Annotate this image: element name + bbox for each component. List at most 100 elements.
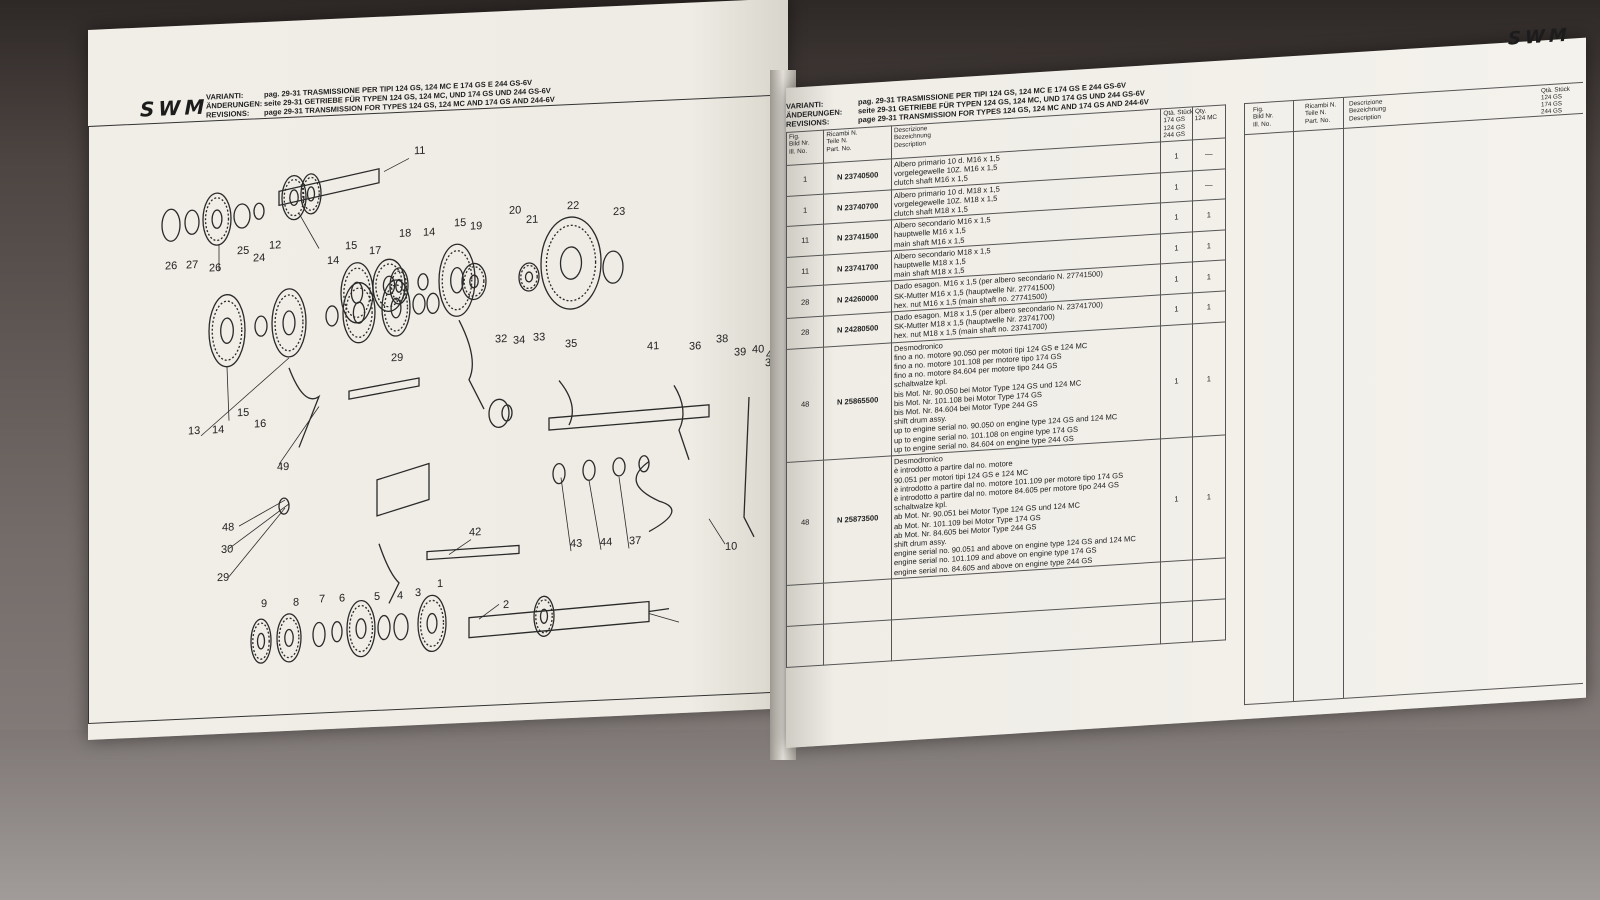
washer-part [501,404,513,422]
washer-part [426,292,440,314]
part-number-cell: N 23741700 [823,250,892,286]
gear-hub [220,317,234,344]
washer-part [184,209,200,235]
grid-header-description: Descrizione Bezeichnung Description [1349,98,1386,123]
callout-number: 7 [319,593,325,605]
qty-cell: 1 [1160,292,1193,326]
brand-logo: SWM [1508,24,1571,50]
callout-number: 43 [570,538,582,551]
shaft-part [348,377,420,400]
callout-number: 38 [716,333,728,346]
gear-part [208,294,246,368]
shaft-part [376,462,430,517]
gear-teeth [375,263,403,308]
callout-number: 14 [327,255,339,268]
empty-cell [1160,559,1193,603]
gear-hub [211,209,223,229]
callout-number: 4 [397,590,403,602]
gear-teeth [419,599,445,647]
gear-hub [426,612,438,634]
washer-part [253,202,265,220]
empty-cell [786,623,824,668]
gear-teeth [283,178,305,217]
callout-number: 20 [509,204,521,217]
gear-hub [282,310,296,336]
callout-number: 21 [526,214,538,227]
qty-cell: 1 [1160,262,1193,295]
blank-parts-grid: Fig. Bild Nr. Ill. No. Ricambi N. Teile … [1244,81,1583,706]
gear-hub [559,246,583,280]
grid-column-line [1343,97,1344,698]
callout-number: 5 [374,591,380,603]
qty-cell: — [1192,168,1226,202]
gear-part [346,599,376,658]
gear-teeth [520,264,538,290]
callout-number: 35 [565,338,577,351]
callout-number: 15 [345,240,357,253]
leader-line [238,499,286,527]
leader-line [383,158,410,172]
callout-number: 40 [752,343,764,356]
qty-cell: 1 [1160,231,1193,265]
gear-part [438,243,476,317]
empty-cell [823,578,892,624]
fig-number-cell: 11 [786,254,824,288]
washer-part [417,273,429,291]
qty-cell: 1 [1192,229,1226,263]
gear-part [300,173,322,215]
shaft-part [278,167,380,207]
callout-number: 1 [437,578,443,590]
header-part: Ricambi N. Teile N. Part. No. [823,125,892,164]
callout-number: 11 [414,145,425,158]
callout-number: 48 [222,521,234,534]
washer-part [488,398,510,428]
callout-number: 23 [613,206,625,219]
gear-part [202,192,232,246]
washer-part [161,208,181,242]
shift-fork [288,367,321,448]
qty-cell: — [1192,137,1226,171]
grid-header-qty: Qtà. Stück 124 GS 174 GS 244 GS [1541,85,1570,116]
qty-cell: 1 [1160,323,1193,440]
gear-part [250,618,272,664]
callout-number: 9 [261,598,267,610]
gear-teeth [302,176,320,211]
fig-number-cell: 28 [786,316,824,350]
qty-cell: 1 [1192,199,1226,232]
gear-hub [539,608,549,624]
callout-number: 26 [209,262,221,275]
washer-part [602,250,624,284]
leader-line [618,476,630,549]
gear-teeth [441,250,473,311]
washer-part [331,621,343,643]
brand-logo: SWM [140,94,209,122]
shift-arm [743,396,755,538]
callout-number: 12 [269,239,281,252]
gear-hub [352,301,366,324]
gear-hub [450,266,464,294]
callout-number: 33 [533,331,545,344]
washer-part [233,203,251,229]
callout-number: 39 [734,346,746,359]
callout-number: 41 [647,340,659,353]
qty-cell: 1 [1192,321,1226,438]
fig-number-cell: 28 [786,285,824,319]
part-number-cell: N 23740700 [823,189,892,225]
empty-cell [786,582,824,627]
parts-table: Fig. Bild Nr. Ill. No. Ricambi N. Teile … [786,104,1226,668]
callout-number: 18 [399,227,411,240]
gear-teeth [252,622,270,660]
gear-teeth [204,197,230,242]
callout-number: 29 [391,352,403,365]
revision-labels: VARIANTI: ÄNDERUNGEN: REVISIONS: [206,90,262,120]
callout-number: 16 [254,418,266,431]
part-number-cell: N 24280500 [823,311,892,347]
callout-number: 32 [495,333,507,346]
callout-number: 17 [369,245,381,258]
callout-number: 22 [567,200,579,213]
empty-cell [1192,598,1226,642]
fig-number-cell: 1 [786,193,824,227]
callout-number: 15 [237,407,249,420]
